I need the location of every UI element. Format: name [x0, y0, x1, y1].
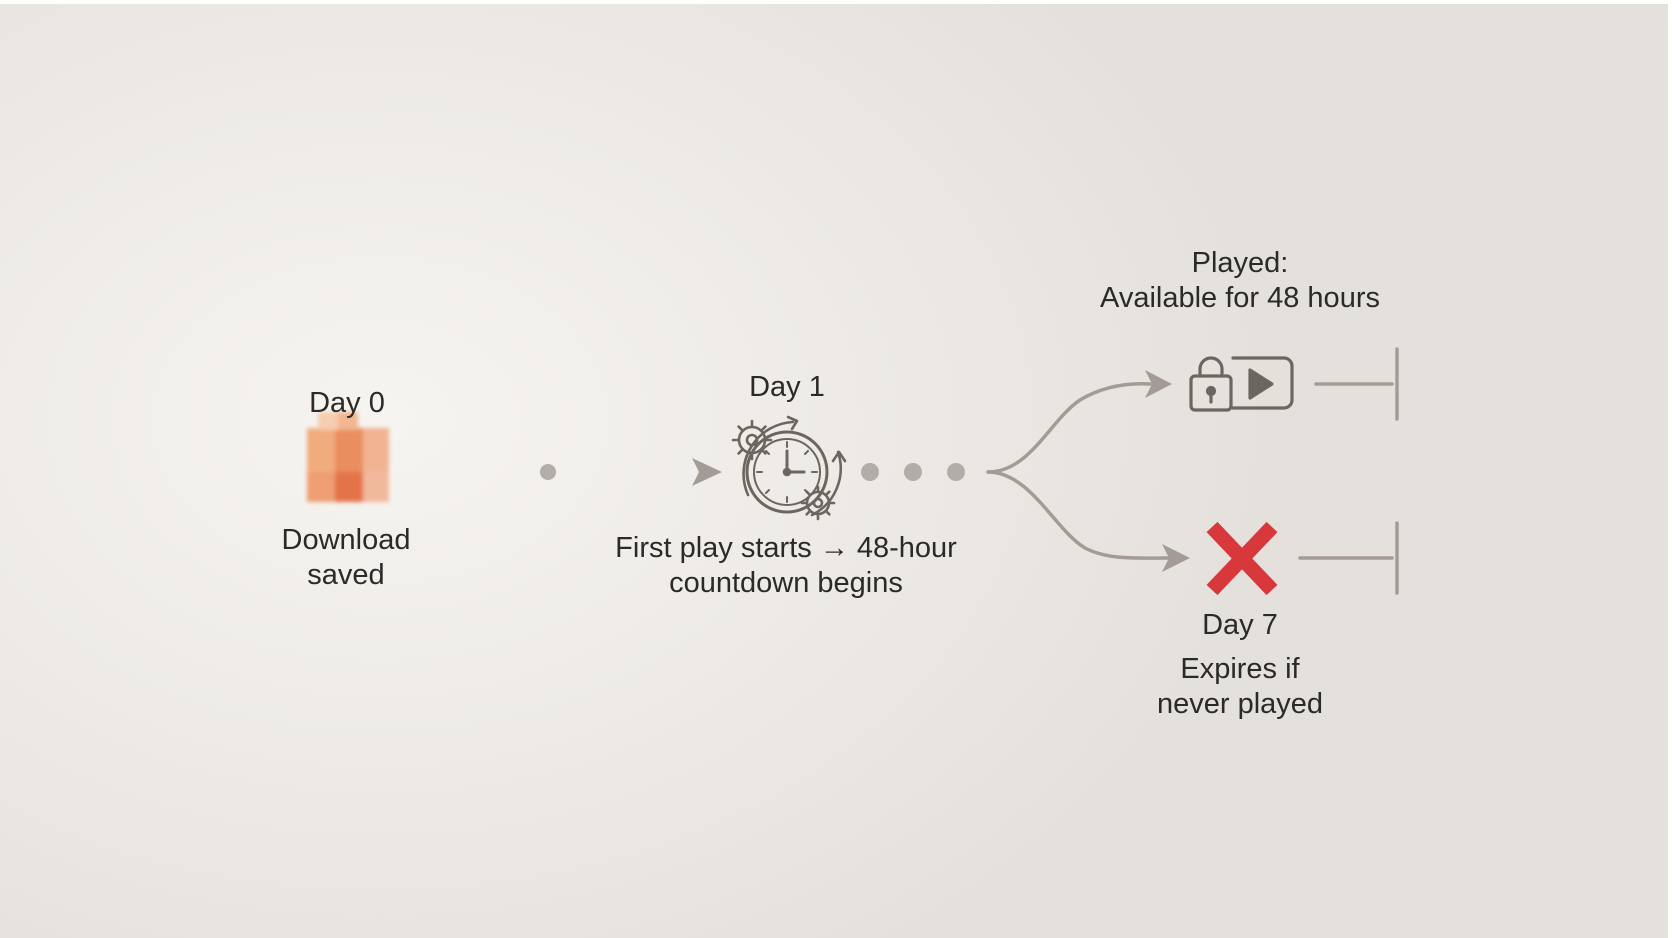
played-title: Played: Available for 48 hours	[1080, 246, 1400, 316]
lock-play-icon	[1189, 356, 1294, 412]
day1-title: Day 1	[749, 371, 825, 403]
right-border	[1668, 0, 1672, 938]
stopwatch-gears-icon	[731, 415, 847, 521]
arrow-head-icon	[1162, 544, 1190, 572]
day1-caption: First play starts → 48-hour countdown be…	[576, 531, 996, 601]
arrow-head-icon	[692, 458, 722, 486]
day0-caption-line1: Download	[281, 524, 411, 556]
day7-title: Day 7	[1202, 609, 1278, 641]
red-x-icon	[1206, 521, 1278, 596]
day7-caption-line1: Expires if	[1180, 653, 1300, 685]
timeline-node	[540, 464, 556, 480]
download-icon	[307, 412, 389, 502]
day1-caption-line1: First play starts → 48-hour	[615, 532, 957, 564]
played-title-line1: Played:	[1191, 247, 1289, 279]
top-border	[0, 0, 1672, 4]
end-marker	[1298, 347, 1399, 595]
day1-caption-line2: countdown begins	[669, 567, 903, 599]
day0-title: Day 0	[309, 387, 385, 419]
arrow-head-icon	[1145, 370, 1172, 398]
ellipsis-dots	[861, 463, 965, 481]
timeline-connector	[396, 458, 722, 486]
branch-connector	[986, 382, 1170, 560]
played-title-line2: Available for 48 hours	[1100, 282, 1380, 314]
day0-caption: Download saved	[246, 523, 446, 593]
day0-caption-line2: saved	[307, 559, 385, 591]
day7-caption: Expires if never played	[1120, 652, 1360, 722]
day7-caption-line2: never played	[1156, 688, 1324, 720]
